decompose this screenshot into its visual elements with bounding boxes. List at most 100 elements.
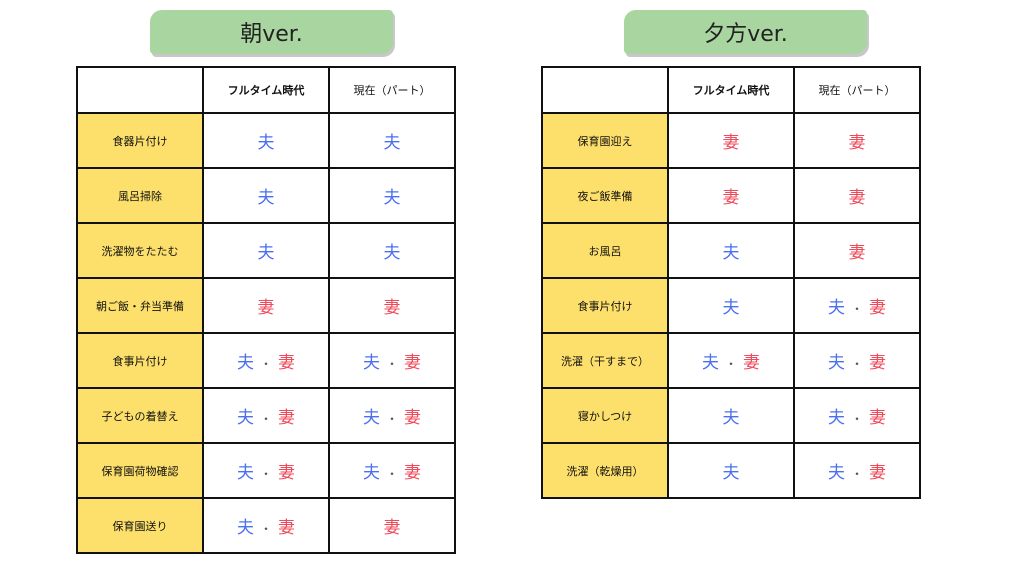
separator-dot: ・ [259,357,272,371]
assignee-cell-fulltime: 夫 [667,442,795,499]
header-blank [541,66,669,114]
assignee-cell-current: 夫・妻 [328,442,456,499]
table-row: 風呂掃除 夫 夫 [76,167,456,224]
task-label: 保育園迎え [541,112,669,169]
assignee-cell-fulltime: 妻 [667,112,795,169]
assignee-husband: 夫 [383,133,401,153]
task-label: 洗濯（干すまで） [541,332,669,389]
assignee-cell-current: 妻 [793,167,921,224]
separator-dot: ・ [385,467,398,481]
assignee-cell-current: 夫・妻 [793,442,921,499]
assignee-wife: 妻 [257,298,275,318]
assignee-cell-current: 妻 [328,277,456,334]
assignee-wife: 妻 [383,298,401,318]
table-row: お風呂 夫 妻 [541,222,921,279]
task-label: 夜ご飯準備 [541,167,669,224]
assignee-wife: 妻 [743,353,760,373]
assignee-husband: 夫 [236,518,254,538]
assignee-husband: 夫 [722,408,740,428]
morning-title: 朝ver. [240,22,303,47]
assignee-husband: 夫 [383,188,401,208]
table-row: 食器片付け 夫 夫 [76,112,456,169]
assignee-husband: 夫 [722,463,740,483]
assignee-wife: 妻 [404,463,421,483]
table-row: 洗濯物をたたむ夫夫 [76,222,456,279]
header-fulltime: フルタイム時代 [202,66,330,114]
assignee-wife: 妻 [869,408,886,428]
task-label: 風呂掃除 [76,167,204,224]
assignee-cell-current: 夫・妻 [793,277,921,334]
table-row: 夜ご飯準備 妻 妻 [541,167,921,224]
assignee-wife: 妻 [848,243,866,263]
evening-rows: 保育園迎え妻妻夜ご飯準備妻妻お風呂夫妻食事片付け夫夫・妻洗濯（干すまで）夫・妻夫… [541,112,921,499]
header-fulltime: フルタイム時代 [667,66,795,114]
task-label: 保育園荷物確認 [76,442,204,499]
assignee-wife: 妻 [869,298,886,318]
assignee-cell-fulltime: 妻 [667,167,795,224]
task-label: 朝ご飯・弁当準備 [76,277,204,334]
assignee-cell-fulltime: 夫・妻 [667,332,795,389]
task-label: 食事片付け [76,332,204,389]
assignee-husband: 夫 [257,133,275,153]
assignee-husband: 夫 [236,408,254,428]
assignee-wife: 妻 [278,353,295,373]
assignee-cell-current: 夫 [328,222,456,279]
header-row: フルタイム時代 現在（パート） [76,66,456,114]
header-current: 現在（パート） [793,66,921,114]
assignee-husband: 夫 [722,298,740,318]
table-row: 子どもの着替え夫・妻夫・妻 [76,387,456,444]
assignee-cell-fulltime: 夫 [667,387,795,444]
assignee-wife: 妻 [404,408,421,428]
assignee-wife: 妻 [722,133,740,153]
task-label: 保育園送り [76,497,204,554]
assignee-cell-current: 夫・妻 [793,387,921,444]
assignee-husband: 夫 [701,353,719,373]
assignee-cell-current: 妻 [793,222,921,279]
table-row: 洗濯（干すまで）夫・妻夫・妻 [541,332,921,389]
morning-chore-table: フルタイム時代 現在（パート） 食器片付け夫夫風呂掃除夫夫洗濯物をたたむ夫夫朝ご… [76,66,456,554]
task-label: 寝かしつけ [541,387,669,444]
assignee-cell-fulltime: 夫・妻 [202,332,330,389]
assignee-wife: 妻 [722,188,740,208]
assignee-husband: 夫 [827,463,845,483]
assignee-husband: 夫 [722,243,740,263]
separator-dot: ・ [850,412,863,426]
task-label: 食器片付け [76,112,204,169]
assignee-wife: 妻 [278,463,295,483]
assignee-husband: 夫 [236,463,254,483]
header-blank [76,66,204,114]
assignee-cell-current: 夫 [328,167,456,224]
assignee-husband: 夫 [827,353,845,373]
evening-chore-table: フルタイム時代 現在（パート） 保育園迎え妻妻夜ご飯準備妻妻お風呂夫妻食事片付け… [541,66,921,499]
morning-rows: 食器片付け夫夫風呂掃除夫夫洗濯物をたたむ夫夫朝ご飯・弁当準備妻妻食事片付け夫・妻… [76,112,456,554]
assignee-cell-fulltime: 夫 [667,222,795,279]
separator-dot: ・ [385,357,398,371]
evening-title-banner: 夕方ver. [624,10,867,54]
assignee-husband: 夫 [236,353,254,373]
assignee-cell-fulltime: 夫・妻 [202,442,330,499]
table-row: 保育園迎え 妻 妻 [541,112,921,169]
task-label: 子どもの着替え [76,387,204,444]
task-label: お風呂 [541,222,669,279]
assignee-cell-fulltime: 夫 [202,222,330,279]
assignee-cell-fulltime: 夫・妻 [202,497,330,554]
table-row: 食事片付け夫・妻夫・妻 [76,332,456,389]
task-label: 食事片付け [541,277,669,334]
assignee-cell-current: 夫・妻 [328,332,456,389]
separator-dot: ・ [850,357,863,371]
assignee-cell-fulltime: 夫・妻 [202,387,330,444]
header-row: フルタイム時代 現在（パート） [541,66,921,114]
assignee-wife: 妻 [848,133,866,153]
assignee-husband: 夫 [362,463,380,483]
assignee-husband: 夫 [257,188,275,208]
task-label: 洗濯（乾燥用） [541,442,669,499]
separator-dot: ・ [385,412,398,426]
table-row: 食事片付け 夫 夫・妻 [541,277,921,334]
evening-title: 夕方ver. [703,22,788,47]
separator-dot: ・ [259,522,272,536]
assignee-cell-fulltime: 夫 [667,277,795,334]
separator-dot: ・ [850,467,863,481]
assignee-wife: 妻 [278,408,295,428]
assignee-cell-fulltime: 夫 [202,112,330,169]
assignee-wife: 妻 [869,353,886,373]
